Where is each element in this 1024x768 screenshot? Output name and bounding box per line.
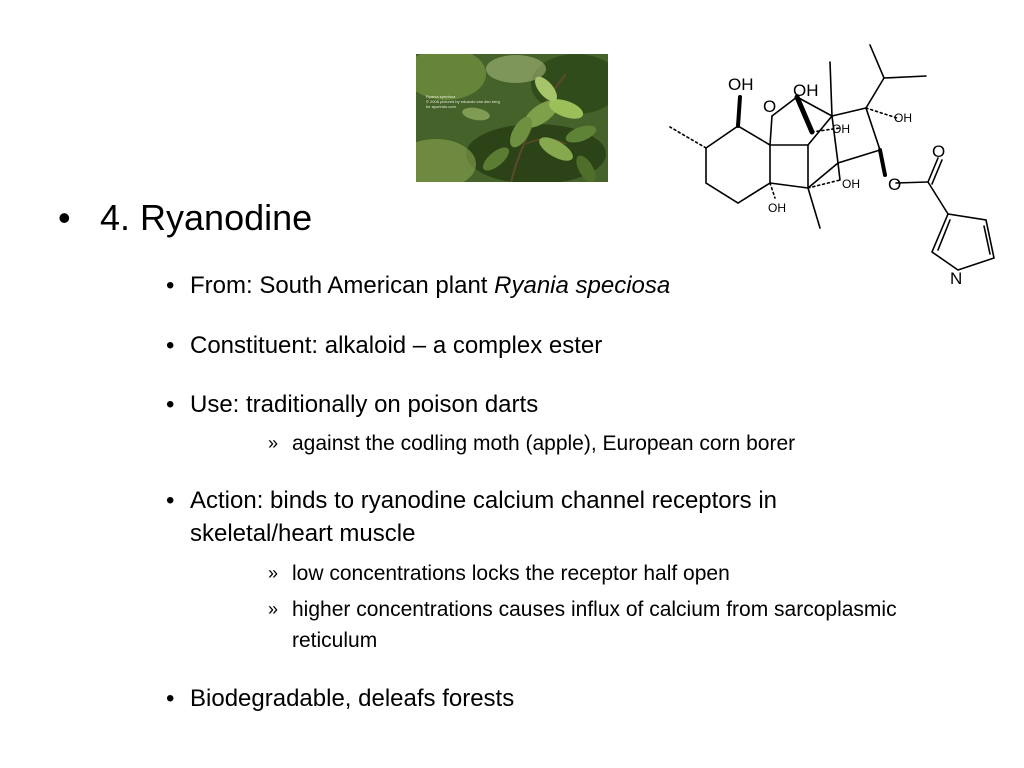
sub-bullet-text: against the codling moth (apple), Europe… — [292, 432, 796, 455]
sub-bullet-item: » low concentrations locks the receptor … — [268, 558, 908, 589]
photo-caption: Ryania speciosa © 2006 pictured by eduar… — [426, 94, 516, 109]
ryanodine-structure-diagram: OH OH O O O N OH OH OH OH — [669, 44, 995, 288]
sub-bullet-marker: » — [268, 563, 279, 583]
bullet-item-biodegradable: • Biodegradable, deleafs forests — [166, 682, 906, 715]
structure-label: OH — [832, 122, 850, 136]
bullet-marker: • — [58, 197, 71, 238]
bullet-text: Constituent: alkaloid – a complex ester — [190, 332, 603, 359]
bullet-item-constituent: • Constituent: alkaloid – a complex este… — [166, 329, 906, 362]
foliage-image — [416, 54, 608, 182]
bullet-text: Action: binds to ryanodine calcium chann… — [190, 487, 777, 547]
species-name: Ryania speciosa — [494, 272, 671, 299]
bullet-marker: • — [166, 332, 175, 359]
structure-label: OH — [894, 111, 912, 125]
bullet-item-action: • Action: binds to ryanodine calcium cha… — [166, 484, 906, 550]
structure-label: O — [888, 175, 901, 194]
bullet-marker: • — [166, 685, 175, 712]
sub-bullet-text: low concentrations locks the receptor ha… — [292, 562, 730, 585]
structure-label: O — [763, 97, 776, 116]
bullet-marker: • — [166, 272, 175, 299]
sub-bullet-marker: » — [268, 599, 279, 619]
bullet-item-use: • Use: traditionally on poison darts — [166, 388, 906, 421]
ryania-speciosa-photo: Ryania speciosa © 2006 pictured by eduar… — [416, 54, 608, 182]
structure-label: OH — [728, 75, 754, 94]
sub-bullet-text: higher concentrations causes influx of c… — [292, 598, 897, 652]
sub-bullet-item: » against the codling moth (apple), Euro… — [268, 428, 908, 459]
bullet-marker: • — [166, 391, 175, 418]
structure-label: N — [950, 269, 962, 288]
bullet-text: Biodegradable, deleafs forests — [190, 685, 515, 712]
bullet-item-source: • From: South American plant Ryania spec… — [166, 269, 906, 302]
photo-caption-line: for ayurindo.com — [426, 104, 456, 109]
sub-bullet-item: » higher concentrations causes influx of… — [268, 594, 908, 656]
photo-caption-line: Ryania speciosa — [426, 94, 456, 99]
bullet-text: From: South American plant Ryania specio… — [190, 269, 906, 302]
structure-label: OH — [793, 81, 819, 100]
slide-heading: 4. Ryanodine — [100, 197, 313, 238]
sub-bullet-marker: » — [268, 433, 279, 453]
bullet-marker: • — [166, 487, 175, 514]
bullet-text-prefix: From: South American plant — [190, 272, 495, 299]
structure-label: O — [932, 142, 945, 161]
structure-label: OH — [768, 201, 786, 215]
structure-label: OH — [842, 177, 860, 191]
photo-caption-line: © 2006 pictured by eduardo van den berg — [426, 99, 500, 104]
bullet-text: Use: traditionally on poison darts — [190, 391, 539, 418]
